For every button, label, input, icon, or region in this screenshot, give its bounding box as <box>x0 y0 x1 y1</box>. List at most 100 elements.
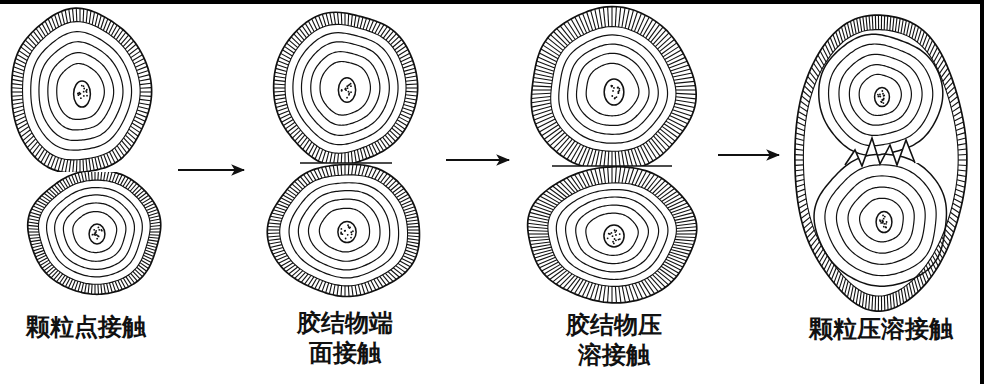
hatch-line <box>528 223 548 226</box>
hatch-line <box>901 289 903 303</box>
hatch-line <box>862 293 864 308</box>
stipple-dot <box>881 219 883 221</box>
hatch-line <box>101 156 105 168</box>
hatch-line <box>122 141 130 150</box>
hatch-line <box>363 147 366 158</box>
hatch-line <box>32 144 40 154</box>
hatch-line <box>109 172 112 181</box>
growth-ring <box>848 187 914 253</box>
hatch-line <box>31 243 41 245</box>
hatch-line <box>797 122 805 126</box>
growth-ring <box>586 63 639 115</box>
hatch-line <box>98 156 101 168</box>
hatch-line <box>532 93 551 94</box>
hatch-line <box>112 173 115 183</box>
ooid-drawing <box>528 7 697 303</box>
hatch-line <box>315 17 320 28</box>
hatch-line <box>797 117 805 121</box>
hatch-line <box>136 113 147 117</box>
hatch-line <box>797 189 805 192</box>
stipple-dot <box>883 218 885 220</box>
hatch-line <box>15 117 25 122</box>
hatch-line <box>631 12 637 31</box>
hatch-line <box>268 226 280 228</box>
hatch-line <box>318 149 322 161</box>
hatch-line <box>532 86 551 87</box>
hatch-line <box>148 240 158 242</box>
hatch-line <box>371 280 376 290</box>
hatch-line <box>839 29 843 42</box>
hatch-line <box>402 61 413 65</box>
hatch-line <box>676 223 696 226</box>
hatch-line <box>796 127 804 130</box>
hatch-line <box>81 172 83 182</box>
hatch-line <box>405 213 416 216</box>
hatch-line <box>611 151 612 166</box>
hatch-line <box>280 114 290 119</box>
hatch-line <box>357 16 359 27</box>
stipple-dot <box>348 91 350 93</box>
hatch-line <box>274 76 285 78</box>
hatch-line <box>365 283 369 293</box>
hatch-line <box>139 75 150 78</box>
hatch-line <box>147 245 157 247</box>
hatch-line <box>895 18 897 32</box>
hatch-line <box>388 180 396 188</box>
hatch-line <box>641 173 650 188</box>
hatch-line <box>860 17 862 31</box>
hatch-line <box>348 14 350 26</box>
ooid-grain <box>814 154 946 286</box>
stipple-dot <box>882 93 884 95</box>
stipple-dot <box>100 229 102 231</box>
hatch-line <box>644 279 654 293</box>
ooid-illustration <box>515 0 712 310</box>
hatch-line <box>672 69 691 74</box>
stipple-dot <box>879 94 881 96</box>
hatch-line <box>274 91 285 93</box>
hatch-line <box>909 283 912 297</box>
stipple-dot <box>617 87 619 89</box>
nucleus <box>604 79 624 105</box>
nucleus-stipple <box>877 90 885 104</box>
stipple-dot <box>883 98 885 100</box>
stipple-dot <box>81 85 83 87</box>
hatch-line <box>673 110 692 116</box>
hatch-line <box>640 17 649 34</box>
hatch-line <box>625 167 629 183</box>
hatch-line <box>322 282 326 292</box>
hatch-line <box>150 222 161 224</box>
hatch-line <box>958 164 967 166</box>
hatch-line <box>528 227 548 229</box>
hatch-line <box>603 167 605 183</box>
hatch-line <box>912 281 916 294</box>
stipple-dot <box>615 234 617 236</box>
hatch-line <box>101 172 102 180</box>
hatch-line <box>149 237 159 238</box>
hatch-line <box>675 86 695 87</box>
hatch-line <box>28 37 36 46</box>
hatch-line <box>532 89 551 90</box>
hatch-line <box>357 150 359 162</box>
hatch-line <box>629 285 634 301</box>
hatch-line <box>579 15 587 33</box>
hatch-line <box>893 17 894 31</box>
hatch-line <box>104 155 109 167</box>
stipple-dot <box>350 85 352 87</box>
ooid-grain <box>274 12 418 163</box>
stage-caption: 颗粒压溶接触 <box>809 314 953 344</box>
hatch-line <box>278 111 289 115</box>
hatch-line <box>595 169 599 185</box>
radial-hatch <box>267 164 419 296</box>
hatch-line <box>81 283 83 293</box>
hatch-line <box>29 234 40 236</box>
hatch-line <box>362 165 365 175</box>
hatch-line <box>348 164 350 175</box>
growth-ring <box>548 183 677 286</box>
stipple-dot <box>611 86 613 88</box>
hatch-line <box>69 9 71 22</box>
growth-ring <box>267 164 419 296</box>
hatch-line <box>578 173 586 188</box>
hatch-line <box>334 12 336 24</box>
hatch-line <box>337 285 338 296</box>
hatch-line <box>845 281 849 294</box>
